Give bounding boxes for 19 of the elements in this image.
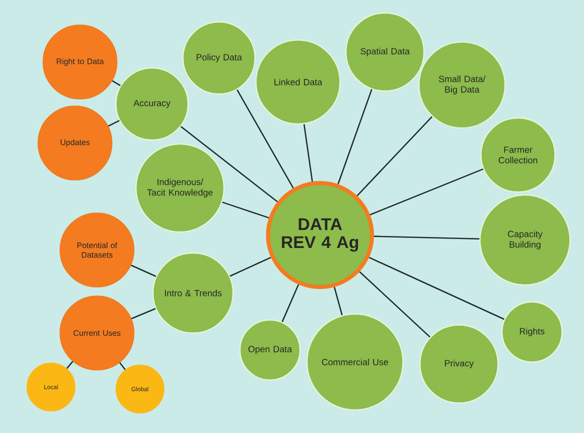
connector-line xyxy=(66,361,74,369)
connector-line xyxy=(359,271,430,338)
connector-line xyxy=(370,168,484,216)
connector-line xyxy=(368,256,504,320)
connector-line xyxy=(282,284,300,322)
connector-line xyxy=(230,256,272,277)
connector-line xyxy=(222,202,270,218)
connector-line xyxy=(108,120,120,127)
connector-line xyxy=(112,80,121,86)
connector-line xyxy=(131,308,156,320)
connector-line xyxy=(337,89,372,184)
connector-line xyxy=(356,116,432,196)
connector-line xyxy=(180,126,278,202)
connector-line xyxy=(119,362,126,370)
connector-line xyxy=(334,286,343,316)
connector-line xyxy=(130,264,156,277)
connector-line xyxy=(303,124,313,182)
connector-line xyxy=(236,89,294,188)
connector-line xyxy=(374,236,480,240)
